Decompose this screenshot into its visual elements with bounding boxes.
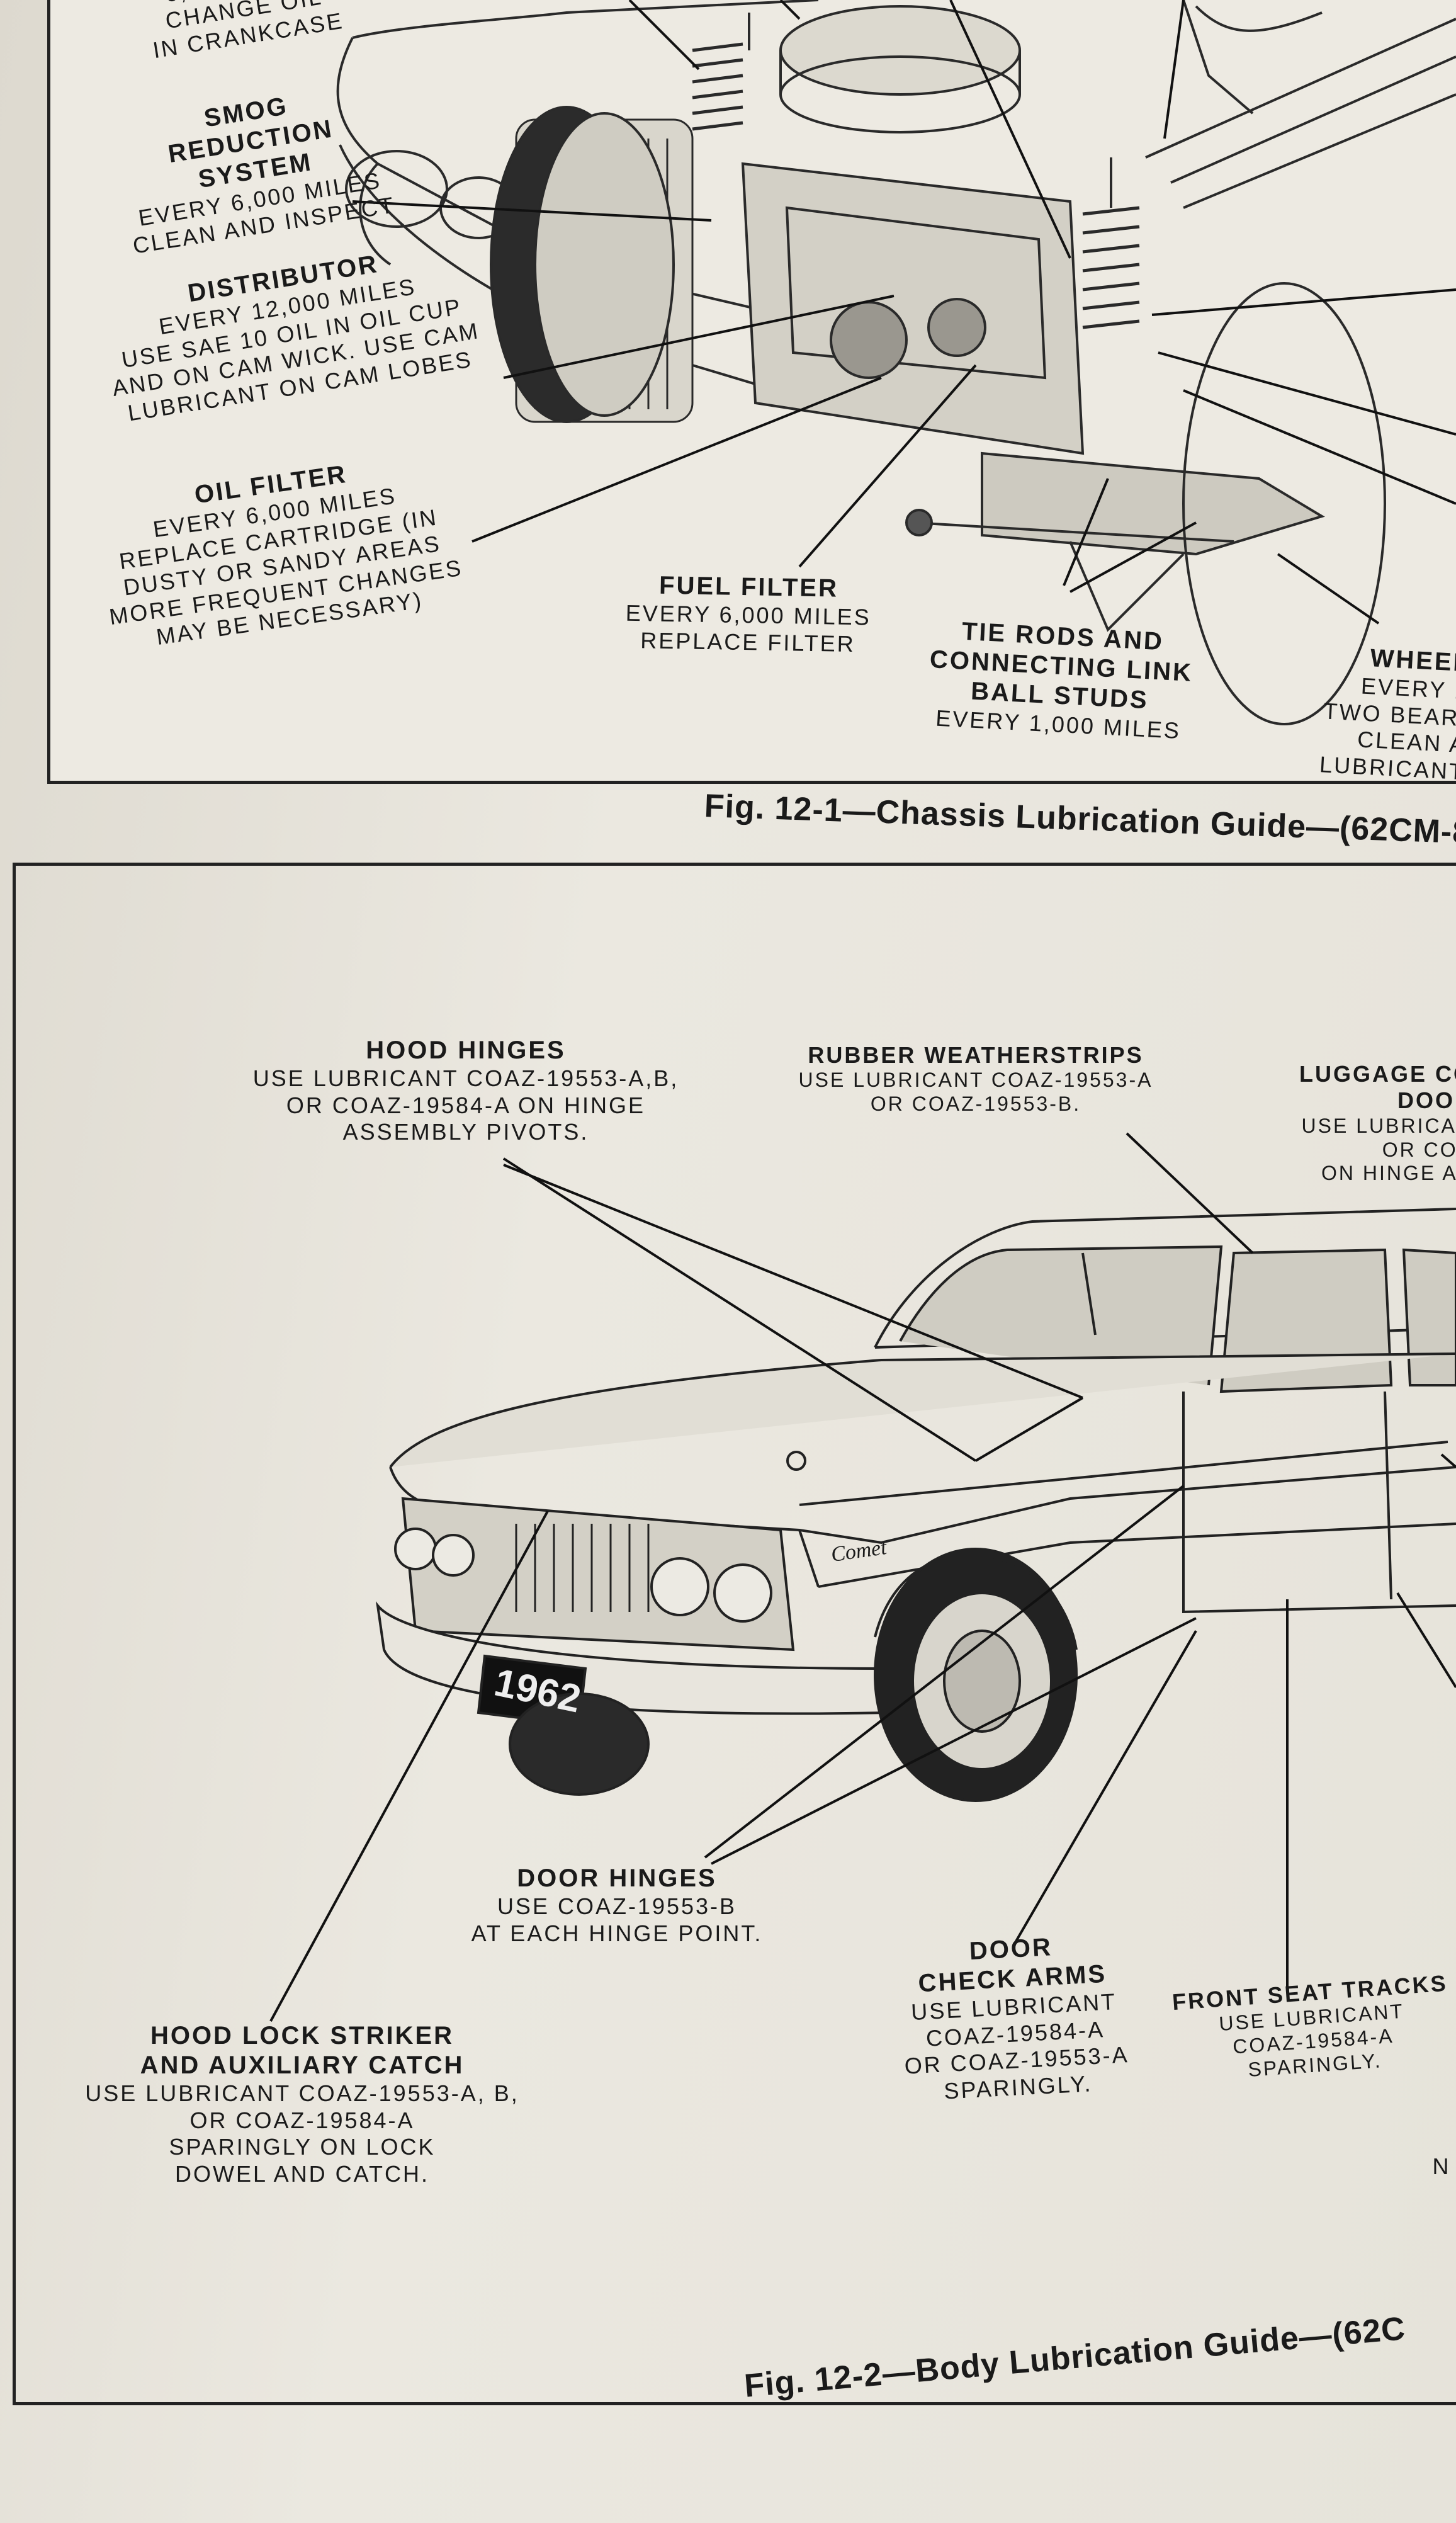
label-hood-lock-striker: HOOD LOCK STRIKER AND AUXILIARY CATCH US… [85, 2022, 519, 2187]
label-door-check-arms: DOOR CHECK ARMS USE LUBRICANT COAZ-19584… [903, 1933, 1130, 2104]
label-door-hinges: DOOR HINGES USE COAZ-19553-B AT EACH HIN… [471, 1864, 763, 1946]
chassis-drawing [336, 0, 1456, 725]
body-figure-panel [13, 863, 1456, 2405]
chassis-figure-panel [47, 0, 1456, 784]
label-front-seat-tracks: FRONT SEAT TRACKS USE LUBRICANT COAZ-195… [1171, 1970, 1448, 2081]
car-leader-lines [269, 1132, 1456, 2022]
label-truncated-edge: N [1432, 2153, 1451, 2179]
label-tie-rods: TIE RODS AND CONNECTING LINK BALL STUDS … [928, 617, 1194, 744]
label-hood-hinges: HOOD HINGES USE LUBRICANT COAZ-19553-A,B… [252, 1036, 679, 1145]
label-rubber-weatherstrips: RUBBER WEATHERSTRIPS USE LUBRICANT COAZ-… [798, 1042, 1153, 1116]
label-wheel-bearings: F WHEEL EVERY 1 TWO BEARI CLEAN A LUBRIC… [1319, 619, 1456, 785]
car-drawing [375, 1208, 1456, 1802]
label-luggage-compartment-door: LUGGAGE CO DOOR USE LUBRICAN OR COA ON H… [1299, 1061, 1456, 1185]
label-fuel-filter: FUEL FILTER EVERY 6,000 MILES REPLACE FI… [625, 571, 872, 657]
chassis-leader-lines [352, 0, 1456, 625]
